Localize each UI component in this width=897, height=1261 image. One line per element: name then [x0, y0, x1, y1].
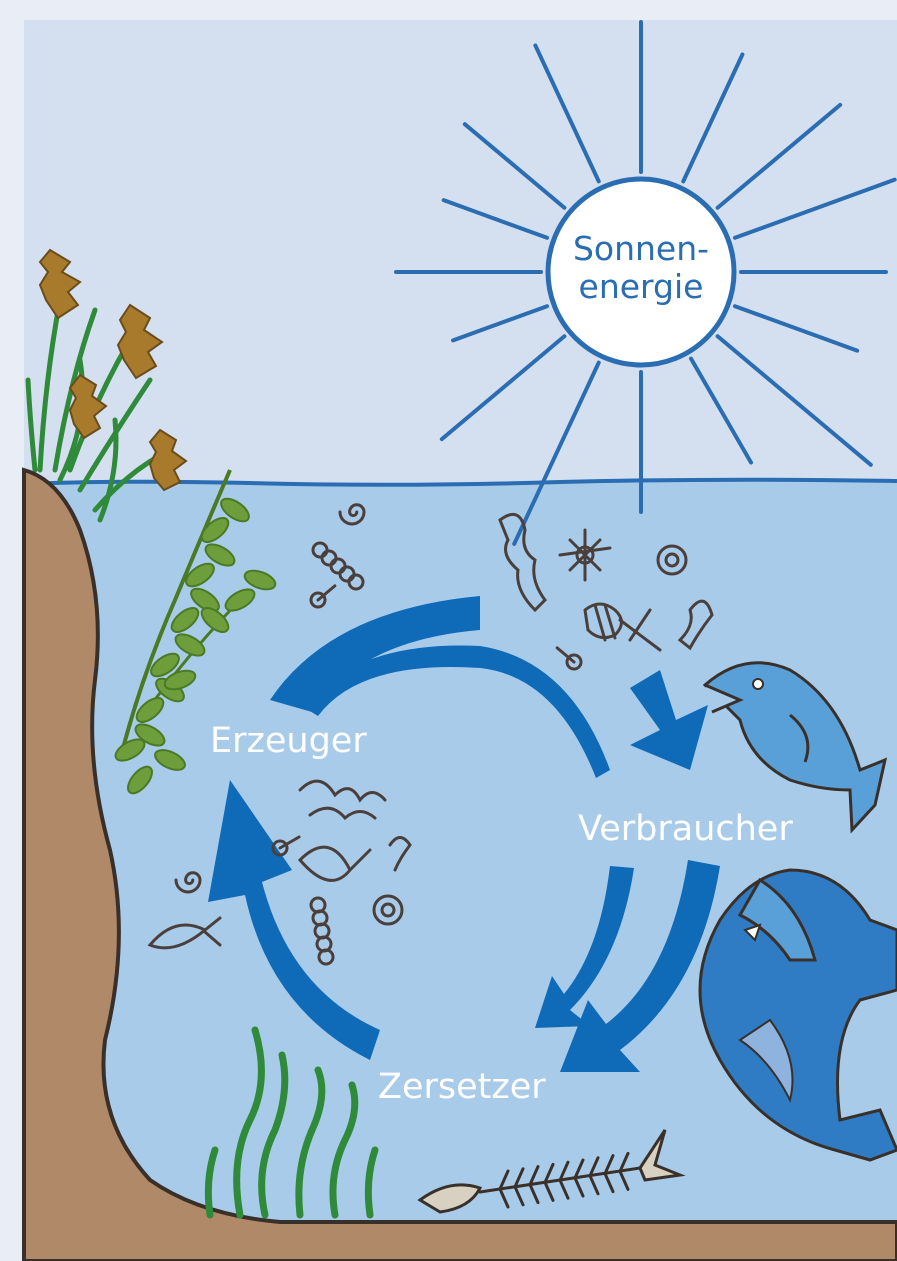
label-consumers: Verbraucher [578, 809, 793, 849]
label-producers: Erzeuger [210, 721, 367, 761]
label-decomposers: Zersetzer [378, 1067, 546, 1107]
sun-label-line1: Sonnen- [573, 229, 709, 268]
sun-label-line2: energie [579, 267, 704, 306]
water-body [24, 480, 897, 1261]
